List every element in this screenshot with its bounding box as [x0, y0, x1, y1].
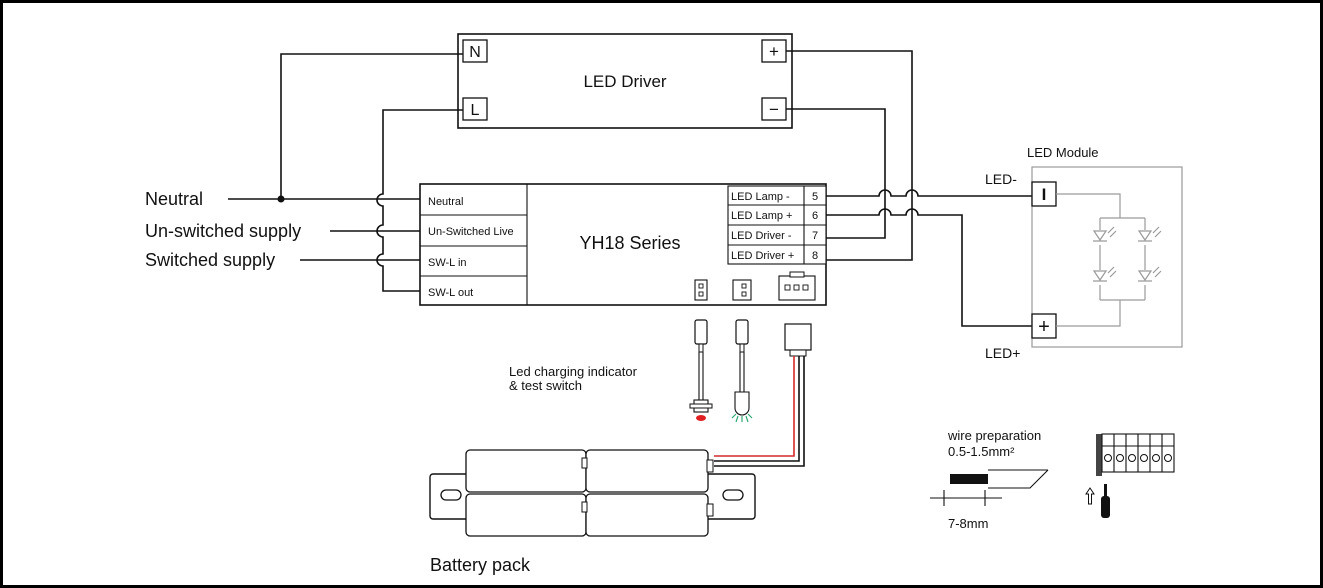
terminal-swl-in: SW-L in — [428, 257, 467, 269]
led-diode-icon — [1092, 266, 1117, 282]
module-internal-wiring — [1056, 193, 1146, 327]
led-driver-box — [457, 33, 793, 129]
stripped-wire-icon — [930, 469, 1049, 506]
driver-n-wire — [280, 53, 463, 199]
battery-plug — [784, 323, 812, 357]
battery-cell — [585, 493, 709, 537]
terminal-led-lamp-plus: LED Lamp + — [731, 210, 792, 222]
bracket-slot — [722, 489, 744, 501]
terminal-neutral: Neutral — [428, 196, 463, 208]
connector-socket-1 — [694, 279, 708, 301]
led-driver-title: LED Driver — [583, 72, 666, 91]
label-unswitched: Un-switched supply — [145, 221, 301, 241]
terminal-minus-label: − — [769, 100, 779, 119]
yh18-controller: Neutral Un-Switched Live SW-L in SW-L ou… — [419, 183, 827, 306]
screwdriver-icon — [1101, 484, 1110, 518]
connector-socket-3 — [778, 271, 816, 301]
controller-title: YH18 Series — [579, 233, 680, 253]
terminal-led-driver-plus: LED Driver + — [731, 250, 794, 262]
led-glow-icon — [731, 413, 753, 423]
driver-plus-wire — [786, 50, 913, 261]
test-switch-plug — [689, 319, 713, 421]
led-plus-symbol: + — [1038, 316, 1050, 338]
indicator-red-dot — [696, 415, 706, 421]
lamp-minus-wire — [826, 189, 1032, 197]
led-minus-symbol: I — [1042, 185, 1047, 204]
terminal-num-5: 5 — [812, 191, 818, 203]
terminal-swl-out: SW-L out — [428, 287, 473, 299]
wire-preparation: wire preparation 0.5-1.5mm² 7-8mm — [930, 428, 1175, 531]
lamp-plus-wire — [826, 208, 1032, 327]
led-plus-label: LED+ — [985, 345, 1020, 361]
terminal-l-box — [462, 97, 488, 121]
led-diode-icon — [1092, 226, 1117, 242]
terminal-led-lamp-minus: LED Lamp - — [731, 191, 790, 203]
battery-red-wire — [714, 356, 795, 457]
battery-cell — [585, 449, 709, 493]
label-neutral: Neutral — [145, 189, 203, 209]
battery-pack: Battery pack — [429, 449, 756, 575]
arrow-up-icon — [1085, 487, 1095, 505]
terminal-num-6: 6 — [812, 210, 818, 222]
terminal-plus-label: + — [769, 42, 779, 61]
battery-wires — [714, 356, 805, 467]
connector-socket-2 — [732, 279, 752, 301]
label-switched: Switched supply — [145, 250, 275, 270]
terminal-l-label: L — [471, 102, 480, 119]
indicator-label-line2: & test switch — [509, 378, 582, 393]
terminal-unswitched-live: Un-Switched Live — [428, 226, 514, 238]
wire-prep-size: 0.5-1.5mm² — [948, 444, 1015, 459]
led-module-title: LED Module — [1027, 145, 1099, 160]
led-module-box — [1031, 166, 1183, 348]
terminal-led-driver-minus: LED Driver - — [731, 230, 792, 242]
led-module: LED Module I + LED- LED+ — [985, 145, 1183, 361]
battery-wire — [714, 356, 805, 467]
driver-minus-wire — [786, 108, 886, 239]
indicator-label-line1: Led charging indicator — [509, 364, 638, 379]
terminal-block-icon — [1096, 433, 1175, 476]
strip-length-label: 7-8mm — [948, 516, 988, 531]
led-minus-label: LED- — [985, 171, 1017, 187]
terminal-num-7: 7 — [812, 230, 818, 242]
led-diode-icon — [1137, 226, 1162, 242]
battery-pack-label: Battery pack — [430, 555, 531, 575]
indicator-assembly: Led charging indicator & test switch — [509, 319, 812, 423]
terminal-n-box — [462, 39, 488, 63]
battery-cell — [465, 493, 587, 537]
led-driver: LED Driver N L + − — [457, 33, 793, 129]
terminal-num-8: 8 — [812, 250, 818, 262]
supply-wiring: Neutral Un-switched supply Switched supp… — [145, 53, 463, 292]
wire-prep-title: wire preparation — [947, 428, 1041, 443]
bracket-slot — [440, 489, 462, 501]
output-wiring — [786, 50, 1032, 327]
battery-cell — [465, 449, 587, 493]
led-diode-icon — [1137, 266, 1162, 282]
terminal-n-label: N — [469, 44, 481, 61]
battery-black-wire — [714, 356, 800, 462]
led-indicator-plug — [731, 319, 753, 423]
